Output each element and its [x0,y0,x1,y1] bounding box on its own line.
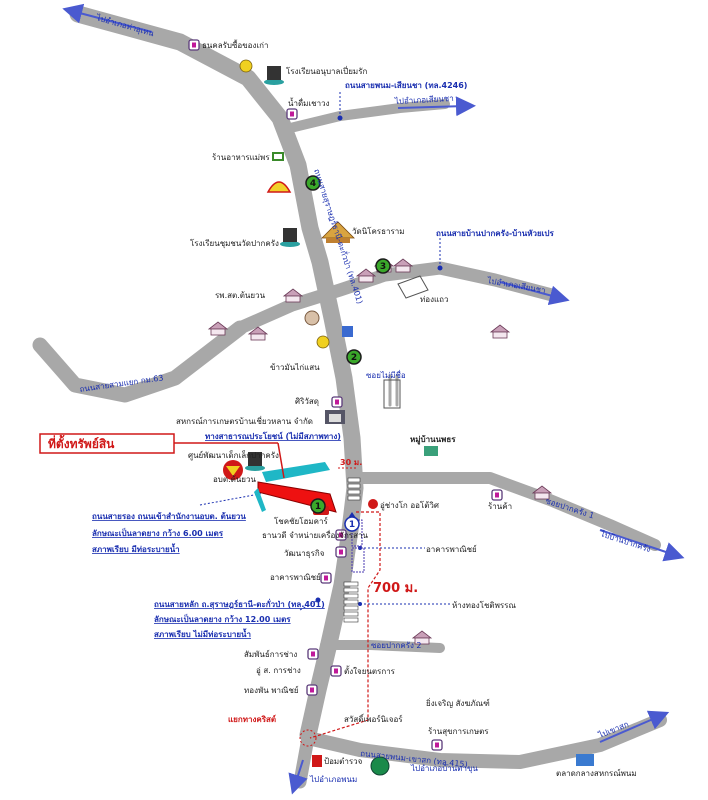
svg-text:ป้อมตำรวจ: ป้อมตำรวจ [324,757,363,766]
direction-arrows [62,3,685,795]
svg-text:สหกรณ์การเกษตรบ้านเชี่ยวหลาน จ: สหกรณ์การเกษตรบ้านเชี่ยวหลาน จำกัด [176,415,313,426]
main-road-note: ถนนสายหลัก ถ.สุราษฎร์ธานี-ตะกั่วป่า (ทล.… [154,598,325,639]
svg-text:ทางสาธารณประโยชน์ (ไม่มีสภาพทา: ทางสาธารณประโยชน์ (ไม่มีสภาพทาง) [205,431,341,441]
marker-2: 2 [346,349,362,365]
marker-4: 4 [305,175,321,191]
svg-text:ท่องแถว: ท่องแถว [420,295,448,304]
marker-1: 1 1 [310,498,360,532]
svg-text:ที่ตั้งทรัพย์สิน: ที่ตั้งทรัพย์สิน [48,434,115,451]
svg-text:สวัสดิ์เพอร์นิเจอร์: สวัสดิ์เพอร์นิเจอร์ [344,713,403,724]
svg-text:ยิ่งเจริญ สังฆภัณฑ์: ยิ่งเจริญ สังฆภัณฑ์ [426,697,490,708]
cooperative-icon [325,410,345,424]
svg-text:โรงเรียนอนุบาลเปี่ยมรัก: โรงเรียนอนุบาลเปี่ยมรัก [286,65,368,76]
label-soi-pak-krong-1: ซอยปากครัง 1 [544,496,595,520]
svg-text:น้ำดื่มเชาวง: น้ำดื่มเชาวง [288,97,330,108]
svg-text:ร้านค้า: ร้านค้า [488,502,512,511]
svg-text:ศิริวัสดุ: ศิริวัสดุ [295,397,319,406]
svg-text:รพ.สต.ต้นยวน: รพ.สต.ต้นยวน [215,291,266,300]
svg-text:ตลาดกลางสหกรณ์พนม: ตลาดกลางสหกรณ์พนม [556,768,637,778]
label-road-pak-krong-huai-pre: ถนนสายบ้านปากครัง-บ้านหัวยเปร [436,228,554,238]
svg-text:ร้านสุขการเกษตร: ร้านสุขการเกษตร [428,727,489,736]
sun-icon [239,59,330,349]
svg-text:หมู่บ้านนพธร: หมู่บ้านนพธร [410,434,456,445]
secondary-road-note: ถนนสายรอง ถนนเข้าสำนักงานอบต. ต้นยวน ลัก… [92,511,246,554]
temple-icon [321,221,355,243]
school-icon [245,66,300,471]
svg-text:ตั้งใจยนตรการ: ตั้งใจยนตรการ [344,665,396,676]
label-soi-pak-krong-2: ซอยปากครัง 2 [371,641,422,650]
connectors [199,90,450,611]
gas-station-icon [370,756,390,776]
svg-text:ถนนสายรอง ถนนเข้าสำนักงานอบต.: ถนนสายรอง ถนนเข้าสำนักงานอบต. ต้นยวน [92,511,246,521]
svg-text:ธานวดี จำหน่ายเครื่องจักรสาน: ธานวดี จำหน่ายเครื่องจักรสาน [262,529,368,540]
marker-3: 3 [375,258,391,274]
svg-text:แยกทางคริสต์: แยกทางคริสต์ [228,714,276,724]
svg-text:ธนคลรับซื้อของเก่า: ธนคลรับซื้อของเก่า [202,39,268,50]
dist-30-label: 30 ม. [340,458,362,467]
svg-text:อู่ ส. การช่าง: อู่ ส. การช่าง [256,666,301,676]
junction-marker [299,729,317,747]
svg-text:ถนนสายหลัก ถ.สุราษฎร์ธานี-ตะกั: ถนนสายหลัก ถ.สุราษฎร์ธานี-ตะกั่วป่า (ทล.… [154,598,325,610]
village-icon [424,446,438,456]
hospital-icon [304,310,320,326]
svg-text:อาคารพาณิชย์: อาคารพาณิชย์ [426,544,477,554]
crosswalk [343,477,361,623]
road-network [32,5,667,789]
svg-text:ลักษณะเป็นลาดยาง กว้าง 6.00 เม: ลักษณะเป็นลาดยาง กว้าง 6.00 เมตร [92,527,224,538]
svg-text:ข้าวมันไก่แสน: ข้าวมันไก่แสน [270,363,320,372]
shell-icon [266,181,292,193]
svg-text:สภาพเรียบ ไม่มีท่อระบายน้ำ: สภาพเรียบ ไม่มีท่อระบายน้ำ [154,628,251,639]
svg-text:ศูนย์พัฒนาเด็กเล็กปากครัง: ศูนย์พัฒนาเด็กเล็กปากครัง [188,450,279,461]
building-outlines [351,275,429,573]
svg-text:โรงเรียนชุมชนวัดปากครัง: โรงเรียนชุมชนวัดปากครัง [190,238,279,248]
svg-text:สภาพเรียบ มีท่อระบายน้ำ: สภาพเรียบ มีท่อระบายน้ำ [92,543,180,554]
property-callout: ที่ตั้งทรัพย์สิน [39,433,285,479]
svg-text:1: 1 [315,502,321,512]
svg-text:วัฒนาธุรกิจ: วัฒนาธุรกิจ [284,549,325,558]
svg-text:1: 1 [349,520,355,530]
hand-icon [342,326,353,337]
svg-text:โชคชัยโฮมคาร์: โชคชัยโฮมคาร์ [274,516,328,526]
garuda-icon [223,460,243,480]
svg-text:อบต.ต้นยวน: อบต.ต้นยวน [213,475,256,484]
svg-text:วัดนิโครธาราม: วัดนิโครธาราม [352,226,405,236]
route-700 [309,511,381,739]
label-soi-ma-rae: ซอยไม่มีชื่อ [366,369,406,380]
svg-text:ร้านอาหารแม่พร: ร้านอาหารแม่พร [212,153,270,162]
label-to-phanom: ไปอำเภอพนม [309,775,357,784]
svg-text:2: 2 [351,353,357,363]
label-to-setha: ไปอำเภอเสียนชา [394,94,454,106]
svg-text:ห้างทองโชติพรรณ: ห้างทองโชติพรรณ [452,600,516,610]
label-to-ban-ta-khun: ไปอำเภอบ้านตาขุน [410,764,478,773]
svg-text:อู่ช่างโก ออโต้วิศ: อู่ช่างโก ออโต้วิศ [380,500,439,511]
svg-text:สัมพันธ์การช่าง: สัมพันธ์การช่าง [244,649,297,659]
svg-text:3: 3 [380,262,386,272]
svg-text:อาคารพาณิชย์: อาคารพาณิชย์ [270,572,321,582]
svg-text:ทองพัน พาณิชย์: ทองพัน พาณิชย์ [244,685,299,695]
label-road-4246: ถนนสายพนม-เสียนชา (ทล.4246) [345,80,467,90]
police-icon [312,755,322,767]
dist-700-label: 700 ม. [373,581,418,596]
svg-text:ลักษณะเป็นลาดยาง กว้าง 12.00 เ: ลักษณะเป็นลาดยาง กว้าง 12.00 เมตร [154,613,291,624]
market-icon [576,754,594,766]
place-labels: ธนคลรับซื้อของเก่า โรงเรียนอนุบาลเปี่ยมร… [176,39,637,778]
restaurant-icon [272,152,284,161]
svg-text:4: 4 [310,179,316,189]
